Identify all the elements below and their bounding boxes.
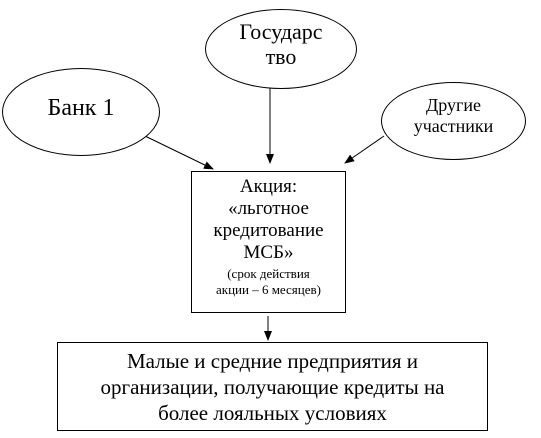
promo-name-line3: МСБ» bbox=[243, 242, 294, 263]
other-participants-label: Другие участники bbox=[381, 95, 526, 136]
promo-label: Акция: «льготное кредитование МСБ» (срок… bbox=[191, 176, 346, 298]
promo-note-line1: (срок действия bbox=[227, 266, 310, 281]
recipients-line2: организации, получающие кредиты на bbox=[100, 375, 445, 399]
recipients-line3: более лояльных условиях bbox=[158, 401, 387, 425]
bank-label: Банк 1 bbox=[47, 95, 115, 121]
bank-node bbox=[2, 68, 160, 156]
state-label-line2: тво bbox=[265, 44, 297, 70]
arrow-bank-to-promo bbox=[144, 135, 214, 170]
recipients-label: Малые и средние предприятия и организаци… bbox=[57, 348, 488, 426]
state-label-line1: Государс bbox=[239, 19, 323, 44]
state-label: Государс тво bbox=[205, 19, 357, 70]
promo-note-line2: акции – 6 месяцев) bbox=[216, 282, 321, 297]
other-participants-label-line2: участники bbox=[413, 115, 494, 136]
recipients-line1: Малые и средние предприятия и bbox=[126, 349, 419, 373]
promo-title: Акция: bbox=[239, 176, 298, 197]
promo-box bbox=[191, 171, 346, 313]
arrow-others-to-promo bbox=[344, 135, 385, 164]
recipients-box bbox=[57, 342, 488, 431]
other-participants-label-line1: Другие bbox=[425, 95, 482, 115]
promo-name-line1: «льготное bbox=[228, 198, 309, 219]
promo-name-line2: кредитование bbox=[213, 220, 324, 241]
state-node bbox=[205, 9, 357, 89]
other-participants-node bbox=[381, 82, 526, 160]
